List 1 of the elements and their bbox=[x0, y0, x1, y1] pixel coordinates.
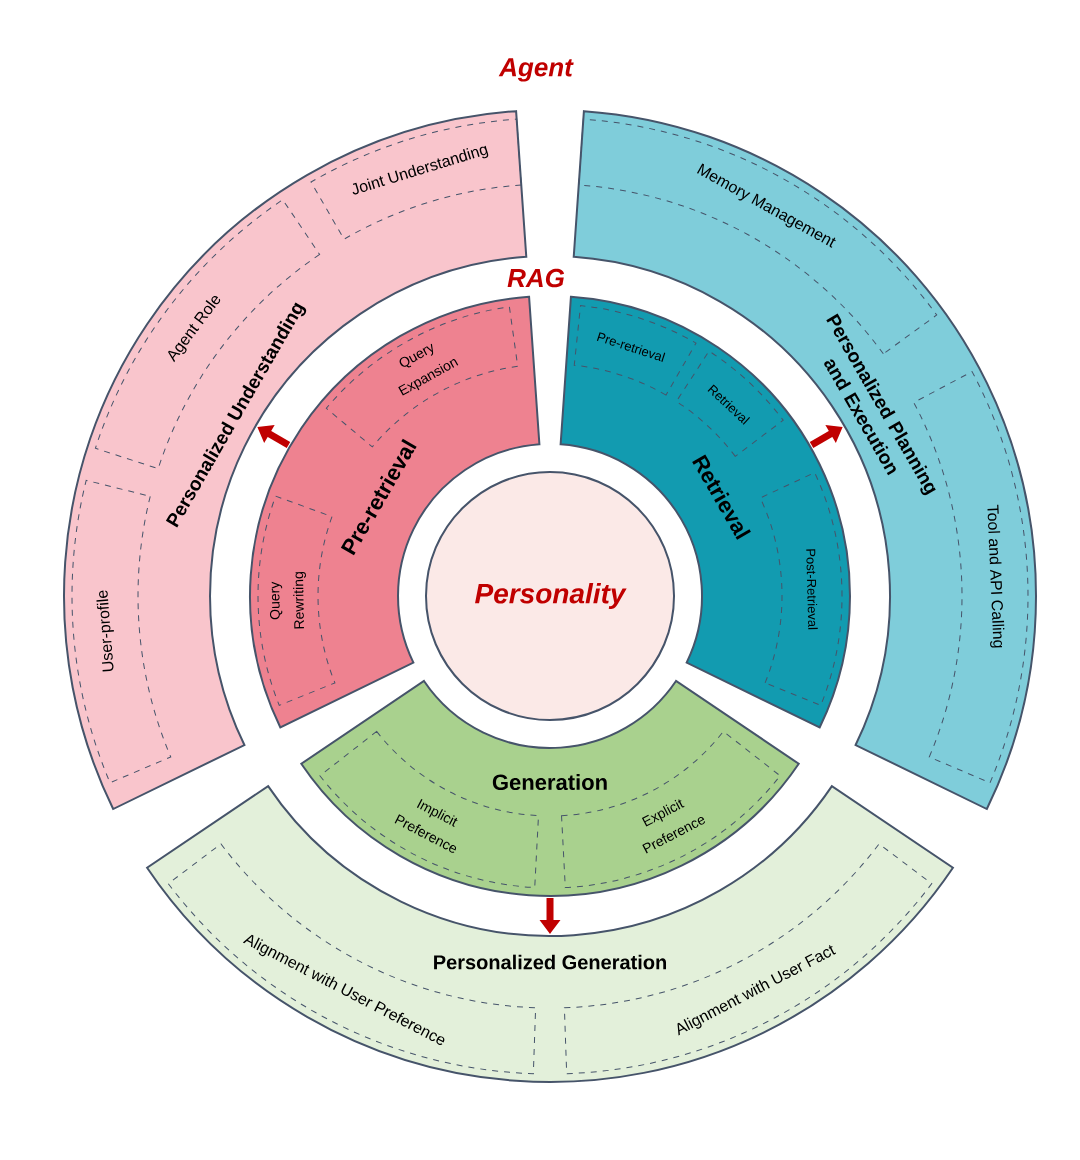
ring-label: Agent bbox=[498, 58, 574, 82]
